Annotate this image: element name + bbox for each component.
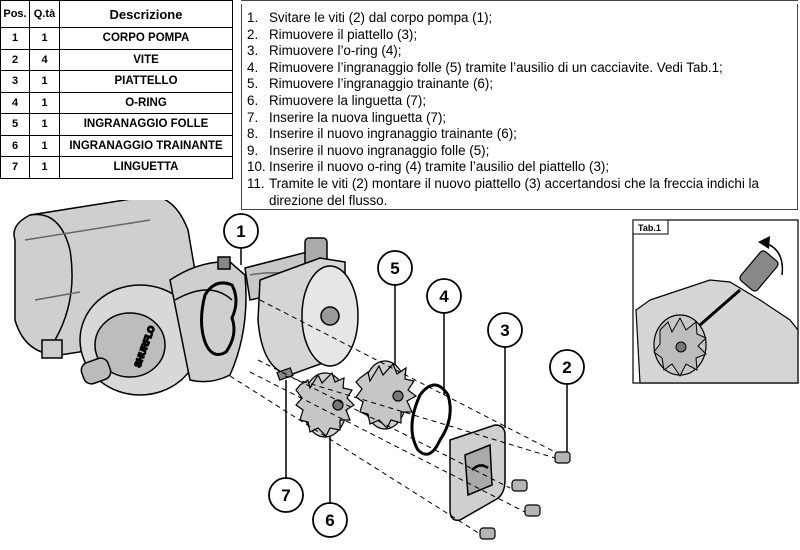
row-qty: 1	[29, 70, 60, 93]
row-desc: CORPO POMPA	[59, 27, 233, 50]
svg-text:5: 5	[390, 259, 399, 278]
instruction-step: 10.Inserire il nuovo o-ring (4) tramite …	[247, 159, 797, 176]
instructions-list: 1. Svitare le viti (2) dal corpo pompa (1…	[242, 4, 797, 209]
step-text: Svitare le viti (2) dal corpo pompa (1);	[269, 10, 493, 25]
row-qty: 1	[29, 113, 60, 136]
svg-text:3: 3	[500, 321, 509, 340]
step-number: 8.	[247, 126, 259, 142]
row-pos: 6	[0, 134, 30, 157]
instruction-step: 5. Rimuovere l’ingranaggio trainante (6);	[247, 76, 797, 93]
row-desc: INGRANAGGIO TRAINANTE	[59, 134, 233, 157]
svg-text:7: 7	[281, 486, 290, 505]
callout-5: 5	[377, 250, 413, 365]
instruction-step: 1. Svitare le viti (2) dal corpo pompa (1…	[247, 10, 797, 27]
row-pos: 4	[0, 91, 30, 114]
step-text: Inserire il nuovo ingranaggio trainante …	[269, 126, 517, 142]
step-number: 2.	[247, 26, 259, 42]
callout-1: 1	[223, 213, 259, 265]
o-ring	[410, 383, 452, 456]
step-number: 5.	[247, 76, 259, 92]
callout-7: 7	[268, 380, 304, 513]
row-qty: 1	[29, 156, 60, 179]
row-qty: 1	[29, 91, 60, 114]
step-text: Inserire la nuova linguetta (7);	[269, 109, 447, 125]
alignment-lines	[229, 299, 556, 535]
pump-head-housing: SHURFLO	[41, 284, 201, 396]
table-header-row: Pos. Q.tà Descrizione	[0, 0, 233, 28]
instructions-top-border	[241, 0, 798, 1]
body-gasket	[200, 281, 238, 356]
step-number: 6.	[247, 92, 259, 108]
row-pos: 5	[0, 113, 30, 136]
instruction-step: 9. Inserire il nuovo ingranaggio folle (5…	[247, 143, 797, 160]
callout-2: 2	[549, 349, 585, 452]
step-text: Rimuovere l’ingranaggio folle (5) tramit…	[269, 59, 723, 75]
instructions-panel: 1. Svitare le viti (2) dal corpo pompa (1…	[241, 4, 798, 210]
idler-gear	[355, 360, 418, 430]
row-desc: O-RING	[59, 91, 233, 114]
instruction-step: 4. Rimuovere l’ingranaggio folle (5) tram…	[247, 60, 797, 77]
callout-3: 3	[487, 312, 523, 428]
step-text: Rimuovere la linguetta (7);	[269, 92, 427, 108]
svg-text:6: 6	[325, 511, 334, 530]
callout-4: 4	[426, 278, 462, 395]
row-desc: VITE	[59, 48, 233, 71]
screws	[479, 451, 571, 540]
header-qty: Q.tà	[29, 0, 60, 28]
step-number: 1.	[247, 10, 259, 25]
inset-label: Tab.1	[638, 223, 661, 233]
step-text: Inserire il nuovo o-ring (4) tramite l’a…	[269, 159, 610, 175]
row-desc: LINGUETTA	[59, 156, 233, 179]
step-text: Rimuovere l’ingranaggio trainante (6);	[269, 76, 494, 92]
instruction-step: 7. Inserire la nuova linguetta (7);	[247, 110, 797, 127]
svg-text:1: 1	[236, 222, 245, 241]
callout-6: 6	[312, 436, 348, 538]
row-qty: 1	[29, 27, 60, 50]
drive-gear	[295, 371, 355, 438]
row-pos: 2	[0, 48, 30, 71]
row-pos: 7	[0, 156, 30, 179]
step-number: 7.	[247, 109, 259, 125]
row-pos: 3	[0, 70, 30, 93]
instruction-step: 6. Rimuovere la linguetta (7);	[247, 93, 797, 110]
header-desc: Descrizione	[59, 0, 233, 28]
step-text: Inserire il nuovo ingranaggio folle (5);	[269, 142, 490, 158]
exploded-diagram: SHURFLO	[13, 200, 799, 540]
row-desc: PIATTELLO	[59, 70, 233, 93]
gear-chamber	[257, 257, 359, 376]
step-number: 10.	[247, 159, 266, 175]
instruction-step: 3. Rimuovere l’o-ring (4);	[247, 43, 797, 60]
step-number: 4.	[247, 59, 259, 75]
plate	[449, 424, 506, 522]
step-number: 3.	[247, 43, 259, 59]
row-qty: 1	[29, 134, 60, 157]
row-qty: 4	[29, 48, 60, 71]
svg-text:2: 2	[562, 358, 571, 377]
inset-tab1: Tab.1	[632, 219, 799, 384]
instruction-step: 11.Tramite le viti (2) montare il nuovo …	[247, 176, 797, 209]
step-text: Tramite le viti (2) montare il nuovo pia…	[269, 175, 759, 208]
step-number: 11.	[247, 175, 265, 191]
instruction-step: 8. Inserire il nuovo ingranaggio trainant…	[247, 126, 797, 143]
header-pos: Pos.	[0, 0, 30, 28]
step-number: 9.	[247, 142, 259, 158]
svg-text:4: 4	[439, 287, 449, 306]
row-desc: INGRANAGGIO FOLLE	[59, 113, 233, 136]
row-pos: 1	[0, 27, 30, 50]
step-text: Rimuovere il piattello (3);	[269, 26, 418, 42]
step-text: Rimuovere l’o-ring (4);	[269, 43, 402, 59]
instruction-step: 2. Rimuovere il piattello (3);	[247, 27, 797, 44]
